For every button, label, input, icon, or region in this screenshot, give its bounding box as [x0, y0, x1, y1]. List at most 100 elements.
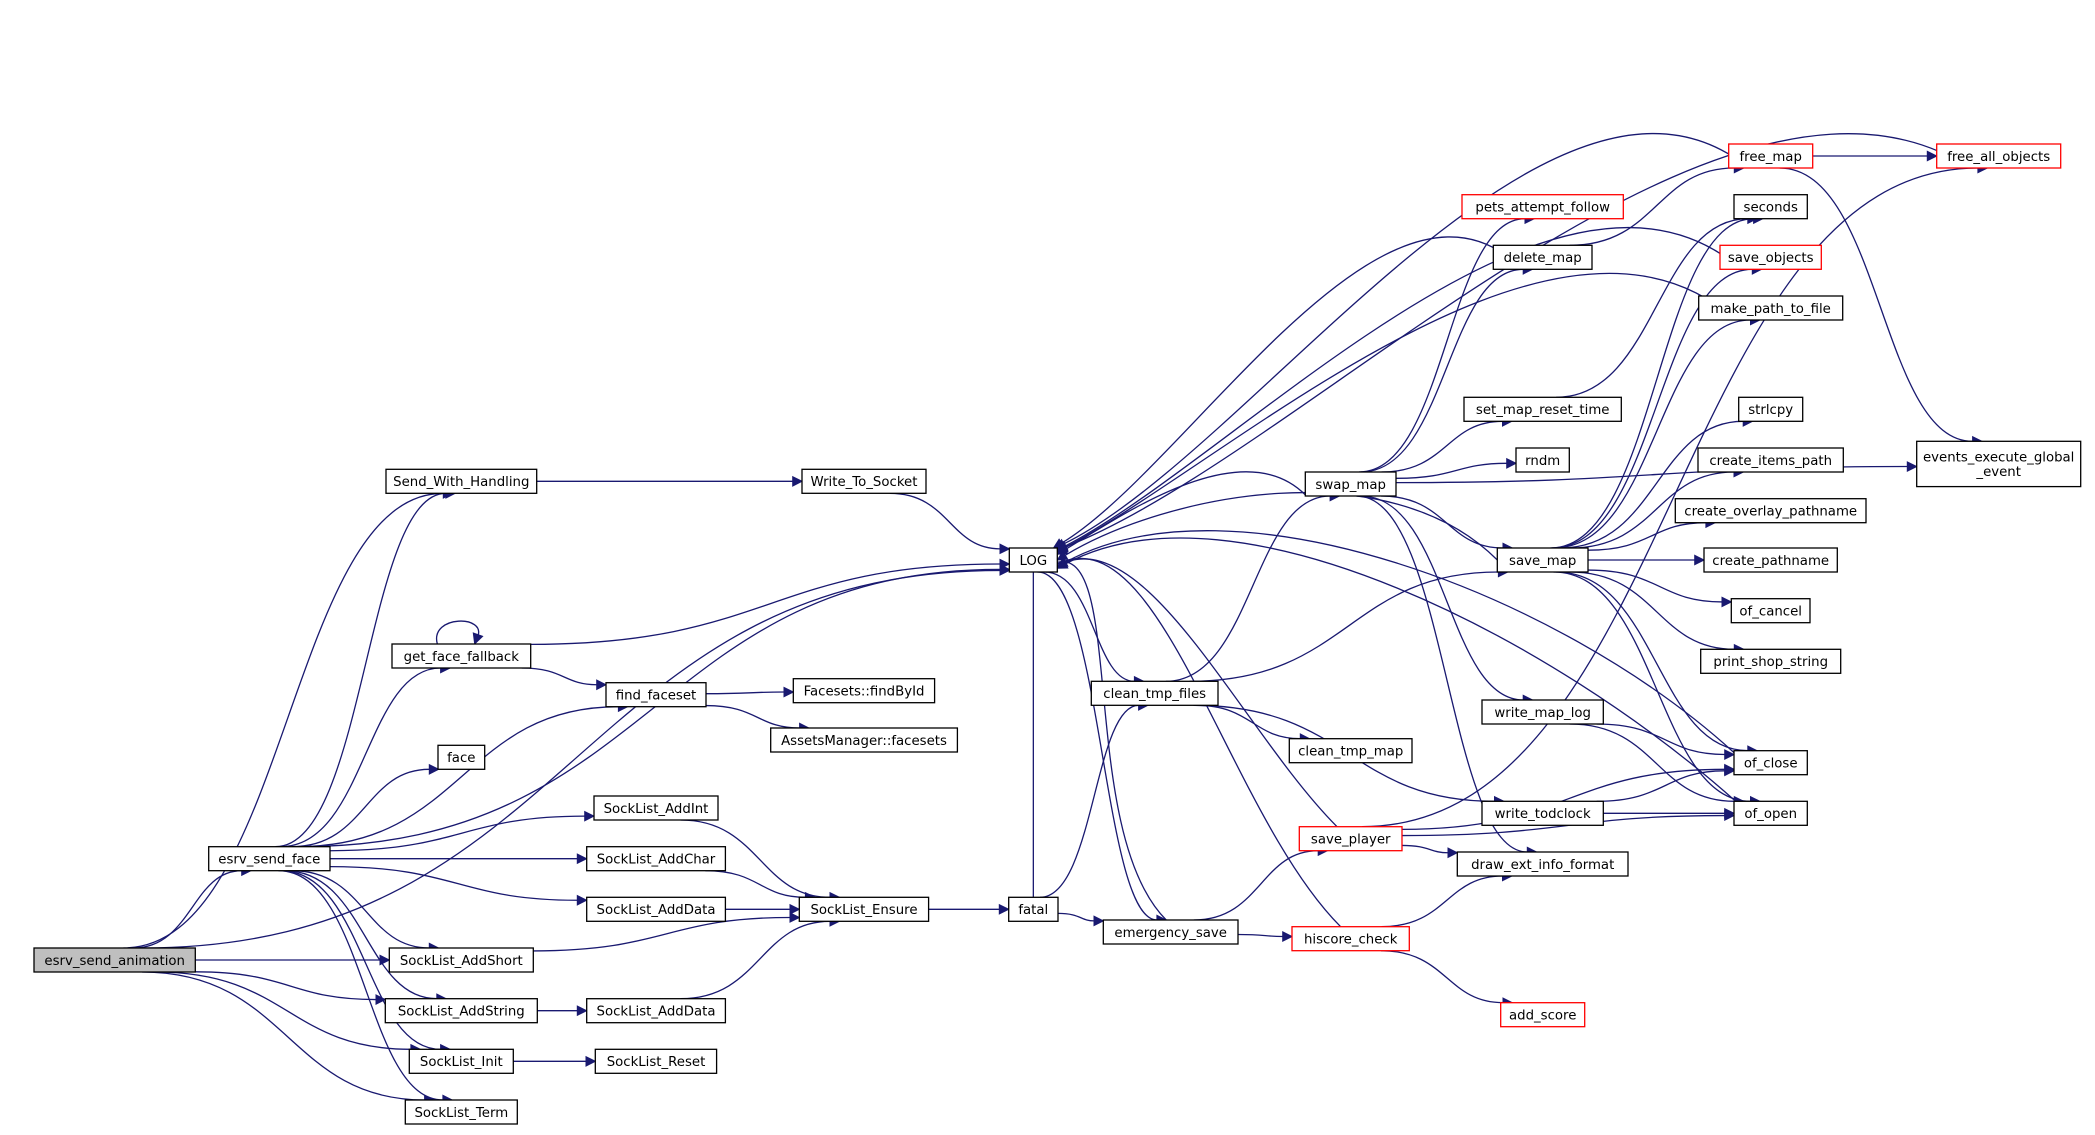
edge-save_map-to-create_pathname — [1588, 554, 1706, 566]
node-face[interactable]: face — [437, 744, 486, 770]
node-events-execute-global-event[interactable]: events_execute_global_event — [1916, 440, 2082, 488]
node-write-map-log[interactable]: write_map_log — [1481, 699, 1604, 725]
edge-line — [132, 870, 242, 949]
node-socklist-init[interactable]: SockList_Init — [408, 1048, 514, 1074]
edge-save_map-to-print_shop_string — [1569, 571, 1745, 655]
node-create-items-path[interactable]: create_items_path — [1697, 447, 1844, 473]
node-find-faceset[interactable]: find_faceset — [605, 682, 707, 708]
node-free-map[interactable]: free_map — [1728, 143, 1814, 169]
node-socklist-adddata-1[interactable]: SockList_AddData — [586, 896, 727, 922]
edge-esrv_send_face-to-socklist_addstring — [284, 870, 448, 1005]
node-label: Facesets::findById — [804, 685, 925, 700]
edge-save_player-to-free_all_objects — [1362, 162, 1989, 828]
node-assetsmanager-facesets[interactable]: AssetsManager::facesets — [770, 727, 959, 753]
edge-line — [280, 667, 441, 848]
node-seconds[interactable]: seconds — [1733, 194, 1808, 220]
node-label: esrv_send_animation — [44, 954, 185, 969]
node-label: set_map_reset_time — [1476, 403, 1610, 418]
node-esrv-send-animation[interactable]: esrv_send_animation — [33, 947, 196, 973]
node-send-with-handling[interactable]: Send_With_Handling — [385, 468, 538, 494]
edge-line — [1057, 912, 1095, 922]
node-rndm[interactable]: rndm — [1515, 447, 1570, 473]
node-draw-ext-info-format[interactable]: draw_ext_info_format — [1456, 851, 1629, 877]
node-socklist-addstring[interactable]: SockList_AddString — [384, 998, 538, 1024]
node-hiscore-check[interactable]: hiscore_check — [1291, 926, 1410, 952]
edge-line — [1550, 218, 1754, 549]
node-pets-attempt-follow[interactable]: pets_attempt_follow — [1461, 194, 1624, 220]
node-of-open[interactable]: of_open — [1733, 800, 1808, 826]
node-print-shop-string[interactable]: print_shop_string — [1700, 648, 1842, 674]
node-box — [1291, 926, 1410, 952]
edge-socklist_init-to-socklist_reset — [513, 1055, 597, 1067]
node-facesets-findbyid[interactable]: Facesets::findById — [792, 678, 936, 704]
node-socklist-addint[interactable]: SockList_AddInt — [593, 795, 719, 821]
edge-socklist_addshort-to-socklist_ensure — [533, 911, 801, 952]
node-label: SockList_AddData — [597, 903, 716, 918]
node-label: _event — [1975, 465, 2021, 480]
node-label: esrv_send_face — [218, 853, 320, 868]
node-log[interactable]: LOG — [1008, 547, 1058, 573]
node-save-player[interactable]: save_player — [1298, 826, 1403, 852]
edge-hiscore_check-to-add_score — [1380, 950, 1514, 1009]
node-get-face-fallback[interactable]: get_face_fallback — [391, 643, 532, 669]
node-box — [408, 1048, 514, 1074]
edge-line — [1061, 236, 1523, 544]
node-save-map[interactable]: save_map — [1496, 547, 1589, 573]
edge-line — [142, 971, 425, 1101]
node-write-to-socket[interactable]: Write_To_Socket — [801, 468, 927, 494]
node-clean-tmp-map[interactable]: clean_tmp_map — [1288, 738, 1413, 764]
edge-write_to_socket-to-log — [889, 492, 1011, 555]
node-clean-tmp-files[interactable]: clean_tmp_files — [1090, 680, 1219, 706]
node-strlcpy[interactable]: strlcpy — [1738, 396, 1804, 422]
edge-line — [436, 620, 480, 645]
edge-arrowhead — [1721, 596, 1733, 608]
node-socklist-ensure[interactable]: SockList_Ensure — [798, 896, 930, 922]
node-add-score[interactable]: add_score — [1500, 1002, 1586, 1028]
edge-arrowhead — [1282, 930, 1294, 943]
edge-swap_map-to-rndm — [1395, 457, 1518, 479]
node-socklist-adddata-2[interactable]: SockList_AddData — [586, 998, 727, 1024]
node-emergency-save[interactable]: emergency_save — [1102, 919, 1239, 945]
node-of-close[interactable]: of_close — [1733, 750, 1808, 776]
edge-esrv_send_animation-to-socklist_init — [155, 971, 422, 1055]
edge-esrv_send_face-to-socklist_adddata_1 — [329, 865, 588, 906]
node-fatal[interactable]: fatal — [1008, 896, 1059, 922]
node-make-path-to-file[interactable]: make_path_to_file — [1698, 295, 1844, 321]
node-box — [1738, 396, 1804, 422]
edge-line — [705, 870, 806, 898]
node-delete-map[interactable]: delete_map — [1492, 244, 1593, 270]
node-box — [391, 643, 532, 669]
node-write-todclock[interactable]: write_todclock — [1481, 800, 1604, 826]
node-box — [1288, 738, 1413, 764]
node-label: free_map — [1739, 150, 1801, 165]
node-save-objects[interactable]: save_objects — [1719, 244, 1822, 270]
edge-write_map_log-to-of_close — [1596, 723, 1736, 761]
node-label: SockList_Reset — [607, 1055, 706, 1070]
node-label: SockList_Term — [414, 1106, 508, 1121]
node-socklist-reset[interactable]: SockList_Reset — [594, 1048, 718, 1074]
node-of-cancel[interactable]: of_cancel — [1730, 598, 1811, 624]
edge-line — [292, 768, 430, 848]
node-box — [1008, 896, 1059, 922]
node-label: of_open — [1744, 807, 1797, 822]
node-label: of_close — [1744, 757, 1798, 772]
node-label: seconds — [1744, 201, 1798, 216]
node-box — [594, 1048, 718, 1074]
node-socklist-term[interactable]: SockList_Term — [404, 1099, 518, 1125]
node-label: swap_map — [1315, 478, 1386, 493]
node-socklist-addshort[interactable]: SockList_AddShort — [388, 947, 534, 973]
node-set-map-reset-time[interactable]: set_map_reset_time — [1463, 396, 1622, 422]
node-esrv-send-face[interactable]: esrv_send_face — [208, 846, 331, 872]
edge-save_map-to-of_cancel — [1587, 569, 1733, 608]
edge-esrv_send_animation-to-socklist_term — [142, 971, 436, 1106]
node-box — [1492, 244, 1593, 270]
node-free-all-objects[interactable]: free_all_objects — [1936, 143, 2062, 169]
node-box — [208, 846, 331, 872]
node-create-overlay-pathname[interactable]: create_overlay_pathname — [1674, 498, 1867, 524]
node-create-pathname[interactable]: create_pathname — [1703, 547, 1838, 573]
edge-line — [284, 870, 437, 1000]
node-socklist-addchar[interactable]: SockList_AddChar — [586, 846, 727, 872]
edge-esrv_send_face-to-socklist_addchar — [329, 853, 588, 865]
node-swap-map[interactable]: swap_map — [1304, 471, 1397, 497]
edge-arrowhead — [379, 954, 391, 966]
